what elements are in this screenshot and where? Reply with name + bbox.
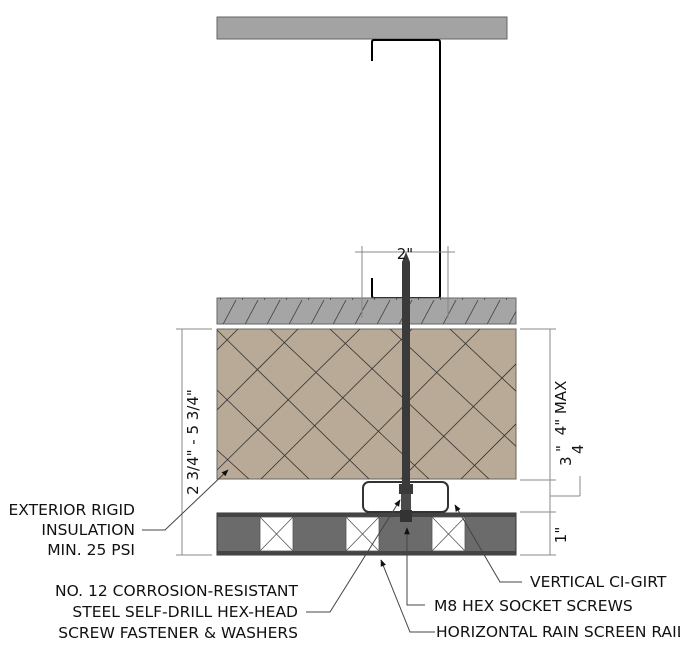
dimension-girt-width-text: 2": [397, 245, 413, 263]
svg-text:STEEL SELF-DRILL HEX-HEAD: STEEL SELF-DRILL HEX-HEAD: [72, 603, 298, 621]
svg-text:EXTERIOR RIGID: EXTERIOR RIGID: [9, 501, 136, 519]
top-structure-beam: [216, 16, 508, 40]
label-rail: HORIZONTAL RAIN SCREEN RAIL: [436, 623, 680, 641]
svg-text:SCREW FASTENER & WASHERS: SCREW FASTENER & WASHERS: [58, 624, 298, 642]
dimension-insulation-range-text: 2 3/4" - 5 3/4": [184, 389, 202, 495]
dimension-girt-width: [355, 246, 455, 318]
self-drill-screw: [399, 252, 413, 494]
leader-fastener: [306, 499, 401, 613]
label-socket-screws: M8 HEX SOCKET SCREWS: [434, 597, 633, 615]
dimension-insulation-range: [176, 328, 212, 556]
label-girt: VERTICAL CI-GIRT: [530, 573, 667, 591]
svg-text:MIN. 25 PSI: MIN. 25 PSI: [47, 541, 135, 559]
sheathing-layer: [216, 297, 517, 325]
svg-text:INSULATION: INSULATION: [41, 521, 135, 539]
dimension-max-depth-text: 4" MAX: [552, 381, 570, 436]
leader-girt: [454, 504, 522, 583]
svg-text:NO. 12 CORROSION-RESISTANT: NO. 12 CORROSION-RESISTANT: [55, 582, 299, 600]
svg-text:4: 4: [569, 444, 587, 454]
label-insulation: EXTERIOR RIGID INSULATION MIN. 25 PSI: [9, 501, 136, 559]
dimension-girt-offset: 3 " 4: [553, 444, 587, 466]
leader-rail: [380, 559, 435, 633]
dimension-right: [520, 328, 581, 556]
leader-insulation: [142, 469, 229, 531]
horizontal-rain-screen-rail: [216, 512, 517, 556]
leader-socket-screw: [404, 527, 425, 606]
dimension-rail-depth-text: 1": [552, 527, 570, 543]
rigid-insulation-layer: [216, 328, 517, 480]
label-fastener: NO. 12 CORROSION-RESISTANT STEEL SELF-DR…: [55, 582, 299, 642]
svg-text:": ": [553, 445, 571, 452]
hex-socket-screw: [400, 494, 412, 522]
svg-text:3: 3: [557, 456, 575, 466]
